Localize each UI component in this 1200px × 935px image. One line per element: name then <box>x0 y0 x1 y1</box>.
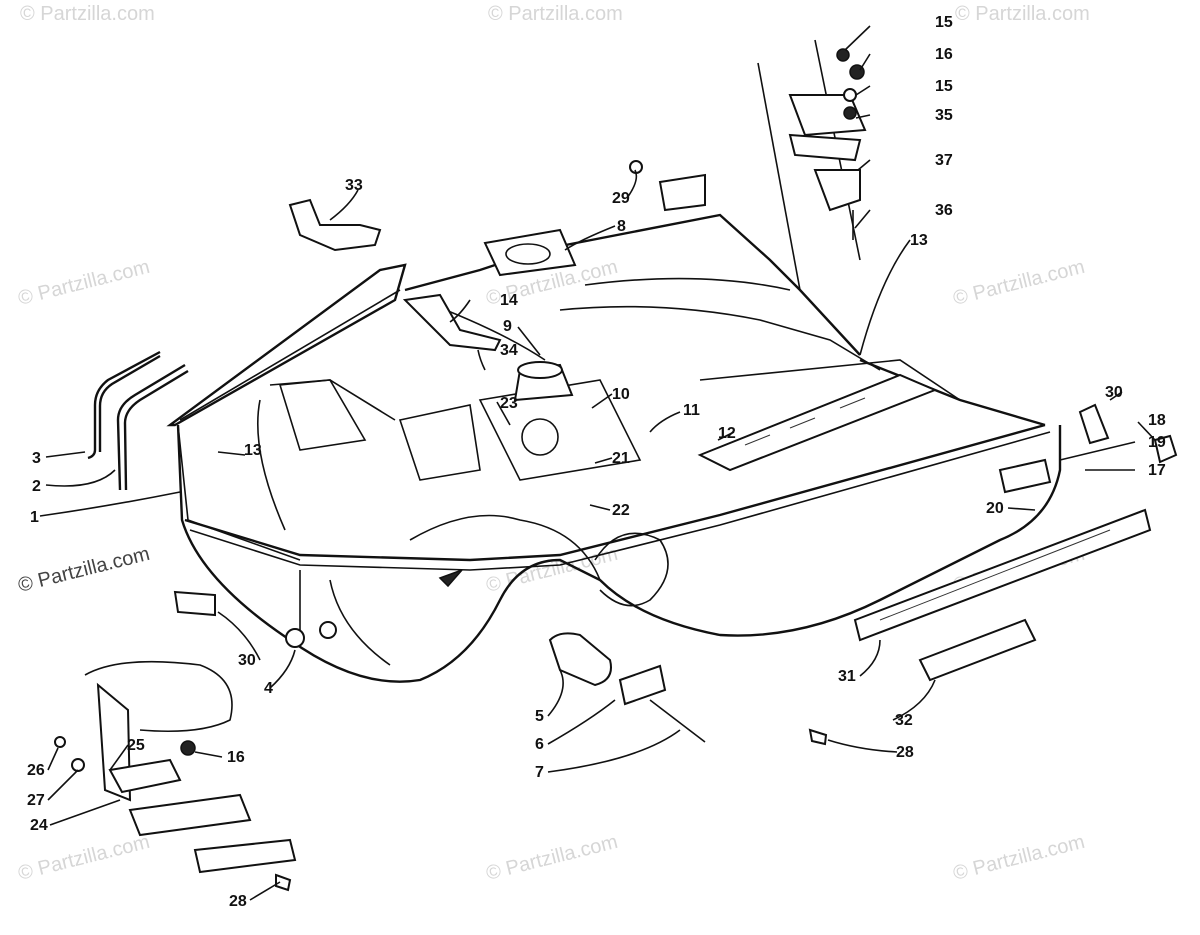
callout-labels: 1 2 3 4 5 6 7 8 9 10 11 12 13 13 14 15 1… <box>27 14 1166 910</box>
callout-label: 26 <box>27 762 45 779</box>
callout-label: 32 <box>895 712 913 729</box>
callout-label: 22 <box>612 502 630 519</box>
watermark: © Partzilla.com <box>484 831 620 885</box>
watermark: © Partzilla.com <box>484 543 620 597</box>
callout-label: 30 <box>1105 384 1123 401</box>
callout-label: 28 <box>229 893 247 910</box>
callout-label: 7 <box>535 764 544 781</box>
callout-label: 19 <box>1148 434 1166 451</box>
callout-label: 36 <box>935 202 953 219</box>
callout-label: 5 <box>535 708 544 725</box>
callout-label: 20 <box>986 500 1004 517</box>
callout-label: 35 <box>935 107 953 124</box>
callout-label: 23 <box>500 395 518 412</box>
callout-label: 18 <box>1148 412 1166 429</box>
callout-label: 1 <box>30 509 39 526</box>
callout-label: 17 <box>1148 462 1166 479</box>
watermark: © Partzilla.com <box>16 831 152 885</box>
callout-label: 6 <box>535 736 544 753</box>
callout-label: 9 <box>503 318 512 335</box>
callout-label: 15 <box>935 78 953 95</box>
callout-label: 16 <box>935 46 953 63</box>
callout-label: 29 <box>612 190 630 207</box>
leader-lines <box>39 25 1156 901</box>
callout-label: 10 <box>612 386 630 403</box>
callout-label: 14 <box>500 292 518 309</box>
loose-parts <box>54 39 1178 892</box>
callout-label: 11 <box>683 402 700 419</box>
callout-label: 30 <box>238 652 256 669</box>
callout-label: 37 <box>935 152 953 169</box>
callout-label: 12 <box>718 425 736 442</box>
watermark: © Partzilla.com <box>951 831 1087 885</box>
watermarks: © Partzilla.com © Partzilla.com © Partzi… <box>16 3 1090 885</box>
callout-label: 16 <box>227 749 245 766</box>
callout-label: 15 <box>935 14 953 31</box>
callout-label: 33 <box>345 177 363 194</box>
watermark: © Partzilla.com <box>955 3 1090 25</box>
callout-label: 24 <box>30 817 48 834</box>
callout-label: 25 <box>127 737 145 754</box>
watermark: © Partzilla.com <box>16 543 152 597</box>
watermark: © Partzilla.com <box>16 256 152 310</box>
callout-label: 21 <box>612 450 630 467</box>
callout-label: 28 <box>896 744 914 761</box>
callout-label: 31 <box>838 668 856 685</box>
callout-label: 13 <box>910 232 928 249</box>
callout-label: 2 <box>32 478 41 495</box>
callout-label: 27 <box>27 792 45 809</box>
callout-label: 4 <box>264 680 273 697</box>
callout-label: 8 <box>617 218 626 235</box>
watermark: © Partzilla.com <box>488 3 623 25</box>
callout-label: 34 <box>500 342 518 359</box>
watermark: © Partzilla.com <box>951 256 1087 310</box>
callout-label: 13 <box>244 442 262 459</box>
callout-label: 3 <box>32 450 41 467</box>
watermark: © Partzilla.com <box>20 3 155 25</box>
